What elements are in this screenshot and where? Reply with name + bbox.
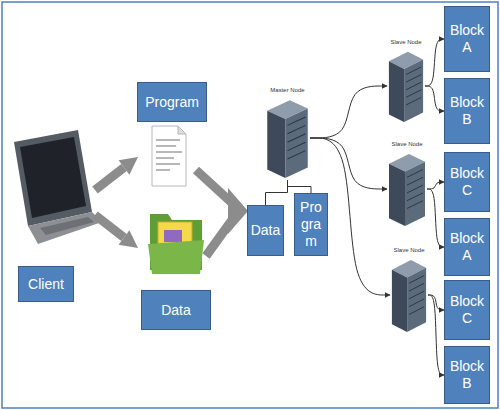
server-face: [389, 61, 404, 122]
arrow-shaft: [95, 215, 124, 238]
process-box: Program: [294, 193, 328, 256]
flow-arrows: [95, 157, 248, 256]
server-bay: [288, 142, 306, 150]
arrow-head: [228, 188, 248, 234]
server-node: Slave Node: [387, 150, 427, 228]
server-bay: [407, 170, 423, 178]
node-label: Block B: [447, 358, 487, 392]
server-face: [407, 268, 426, 332]
server-bay: [288, 151, 306, 159]
block-box: Block B: [444, 346, 490, 404]
connector: [266, 180, 288, 205]
server-face: [392, 270, 407, 332]
node-label: Block C: [447, 293, 487, 327]
connector: [425, 86, 444, 111]
server-bay: [409, 276, 424, 284]
server-bay: [406, 67, 421, 75]
server-face: [267, 111, 285, 178]
process-box: Data: [247, 205, 284, 256]
block-box: Block B: [444, 78, 490, 144]
server-bay: [409, 283, 424, 291]
laptop-base: [28, 212, 102, 244]
server-icon: [390, 256, 428, 334]
server-bay: [406, 82, 421, 90]
node-label: Block C: [447, 165, 487, 199]
server-bay: [406, 97, 421, 105]
server-bay: [407, 185, 423, 193]
node-label: Master Node: [245, 87, 330, 93]
server-bay: [407, 177, 423, 185]
connector: [428, 295, 444, 310]
server-icon: [265, 96, 310, 180]
node-label: Block A: [447, 230, 487, 264]
server-bay: [406, 75, 421, 83]
arrow-shaft: [95, 168, 124, 191]
block-box: Block A: [444, 6, 490, 72]
process-box: Data: [141, 290, 211, 330]
server-bay: [407, 201, 423, 209]
connector: [288, 180, 312, 193]
connector: [427, 182, 444, 189]
arrow-head: [119, 230, 138, 248]
server-icon: [387, 48, 425, 124]
server-bay: [288, 134, 306, 142]
server-bay: [406, 90, 421, 98]
node-label: Slave Node: [367, 141, 447, 147]
document-lines: [156, 140, 182, 170]
document-icon: [152, 126, 186, 186]
node-label: Client: [28, 276, 64, 293]
node-label: Program: [145, 94, 199, 111]
server-face: [389, 164, 405, 226]
server-bay: [409, 307, 424, 315]
node-label: Data: [251, 222, 281, 239]
server-bay: [409, 291, 424, 299]
node-label: Slave Node: [367, 39, 445, 45]
node-label: Slave Node: [370, 247, 448, 253]
laptop-screen: [20, 137, 86, 218]
server-bay: [407, 193, 423, 201]
arrow-head: [119, 157, 138, 175]
server-face: [285, 109, 308, 178]
server-node: Slave Node: [390, 256, 428, 334]
folder-front: [148, 240, 204, 274]
folder-icon: [148, 214, 204, 274]
document-page: [152, 126, 186, 186]
process-box: Client: [18, 266, 74, 302]
node-label: Block B: [447, 94, 487, 128]
laptop-bezel: [14, 130, 92, 226]
server-face: [405, 162, 425, 226]
block-box: Block C: [444, 280, 490, 340]
block-box: Block C: [444, 152, 490, 212]
connector: [427, 189, 444, 247]
laptop-icon: [14, 130, 102, 244]
connector: [425, 39, 444, 86]
block-box: Block A: [444, 218, 490, 276]
connector: [428, 295, 444, 375]
process-box: Program: [137, 82, 207, 122]
node-label: Data: [161, 302, 191, 319]
document-fold: [178, 126, 186, 134]
server-icon: [387, 150, 427, 228]
laptop-keyboard: [40, 217, 94, 235]
connector: [310, 138, 387, 189]
server-bay: [288, 125, 306, 133]
server-node: Slave Node: [387, 48, 425, 124]
server-bay: [409, 299, 424, 307]
connector: [310, 86, 387, 138]
server-node: Master Node: [265, 96, 310, 180]
server-face: [404, 59, 423, 122]
node-label: Block A: [447, 22, 487, 56]
node-label: Program: [297, 199, 325, 249]
folder-paper-mark: [164, 230, 182, 242]
server-bay: [288, 117, 306, 125]
arrow-shaft: [196, 170, 232, 203]
